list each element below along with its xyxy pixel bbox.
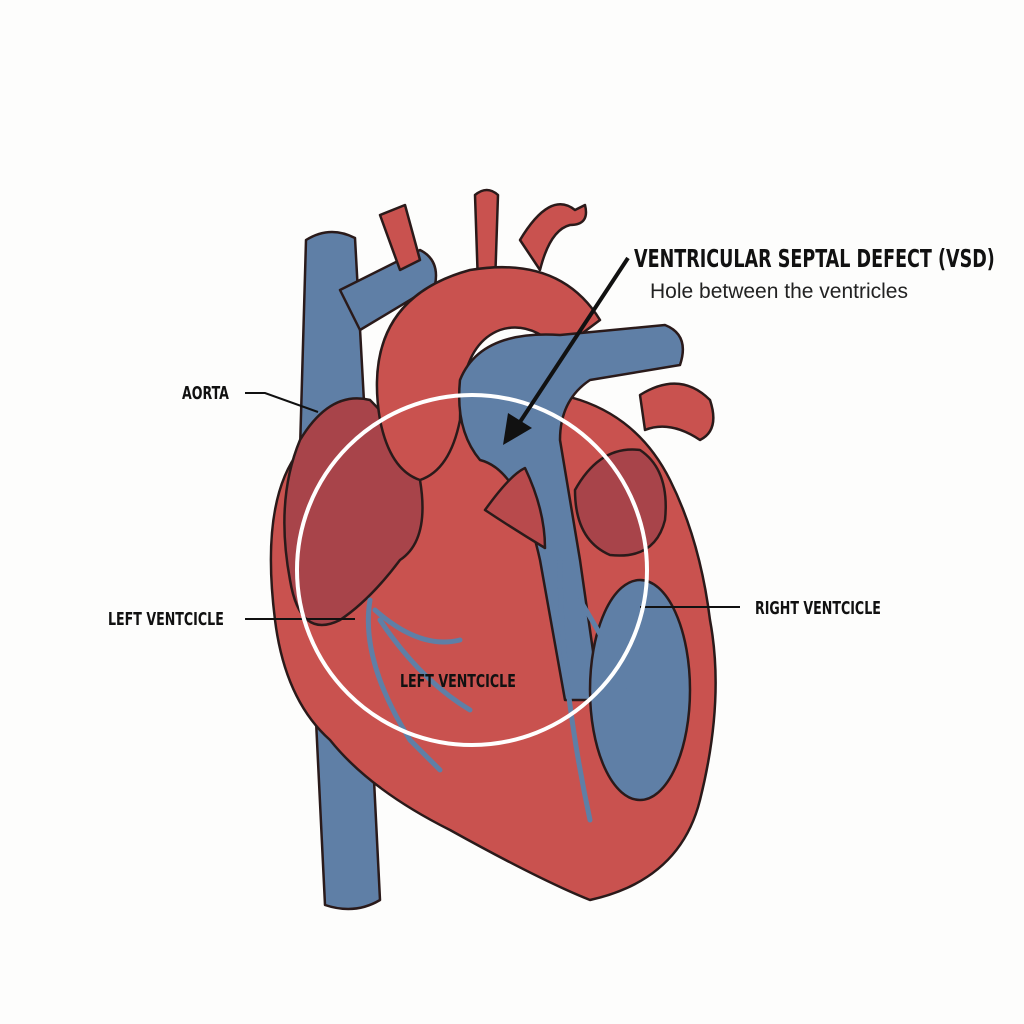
- defect-highlight-circle: [295, 393, 649, 747]
- aortic-arch: [375, 266, 602, 482]
- left-atrium: [283, 397, 424, 627]
- vsd-title: VENTRICULAR SEPTAL DEFECT (VSD): [634, 244, 995, 273]
- right-ventricle: [588, 578, 692, 802]
- vsd-arrow: [503, 256, 630, 445]
- label-right-ventricle: RIGHT VENTCICLE: [755, 598, 881, 619]
- vsd-subtitle: Hole between the ventricles: [650, 280, 908, 303]
- top-vessel-1: [378, 203, 422, 272]
- aorta-leader: [245, 392, 319, 413]
- label-left-ventricle-inner: LEFT VENTCICLE: [400, 671, 516, 692]
- right-vessel: [638, 382, 715, 442]
- top-vessel-3: [518, 203, 588, 272]
- septal-defect-hole: [483, 466, 547, 550]
- label-aorta: AORTA: [182, 383, 229, 404]
- label-left-ventricle-outer: LEFT VENTCICLE: [108, 609, 224, 630]
